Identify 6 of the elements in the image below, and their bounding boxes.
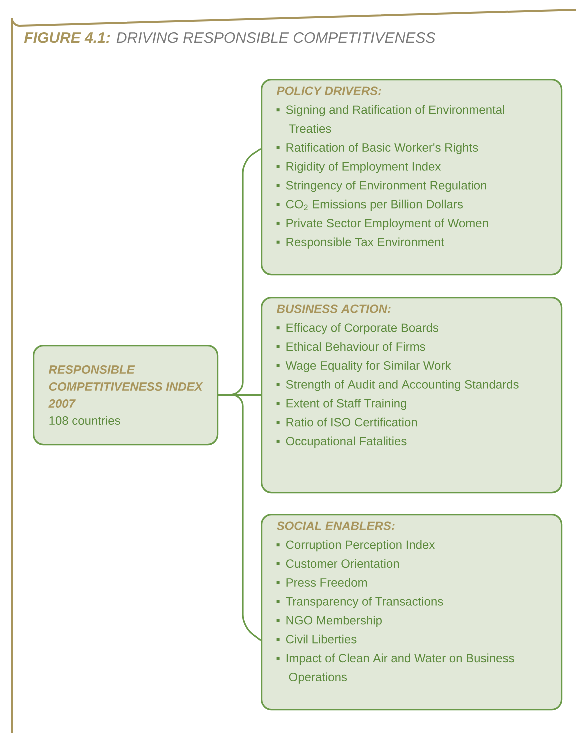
connector-line (218, 394, 262, 642)
category-box: POLICY DRIVERS: Signing and Ratification of Environmental Treaties Ratification of Basic Worker's Rights Rigidity of Employment Index Stringency of Environment Regulation CO$_{2}$ Emissions per Billion Dollars Private Sector Employment of Women Responsible Tax Environment (261, 79, 563, 276)
category-box: RESPONSIBLE COMPETITIVENESS INDEX 2007 108 countries (33, 345, 219, 446)
category-box: SOCIAL ENABLERS: Corruption Perception Index Customer Orientation Press Freedom Transparency of Transactions NGO Membership Civil Liberties Impact of Clean Air and Water on Business Operations (261, 514, 563, 711)
category-box: BUSINESS ACTION: Efficacy of Corporate Boards Ethical Behaviour of Firms Wage Equality for Similar Work Strength of Audit and Accounting Standards Extent of Staff Training Ratio of ISO Certification Occupational Fatalities (261, 297, 563, 494)
figure-title: FIGURE 4.1: DRIVING RESPONSIBLE COMPETITIVENESS (24, 32, 436, 44)
